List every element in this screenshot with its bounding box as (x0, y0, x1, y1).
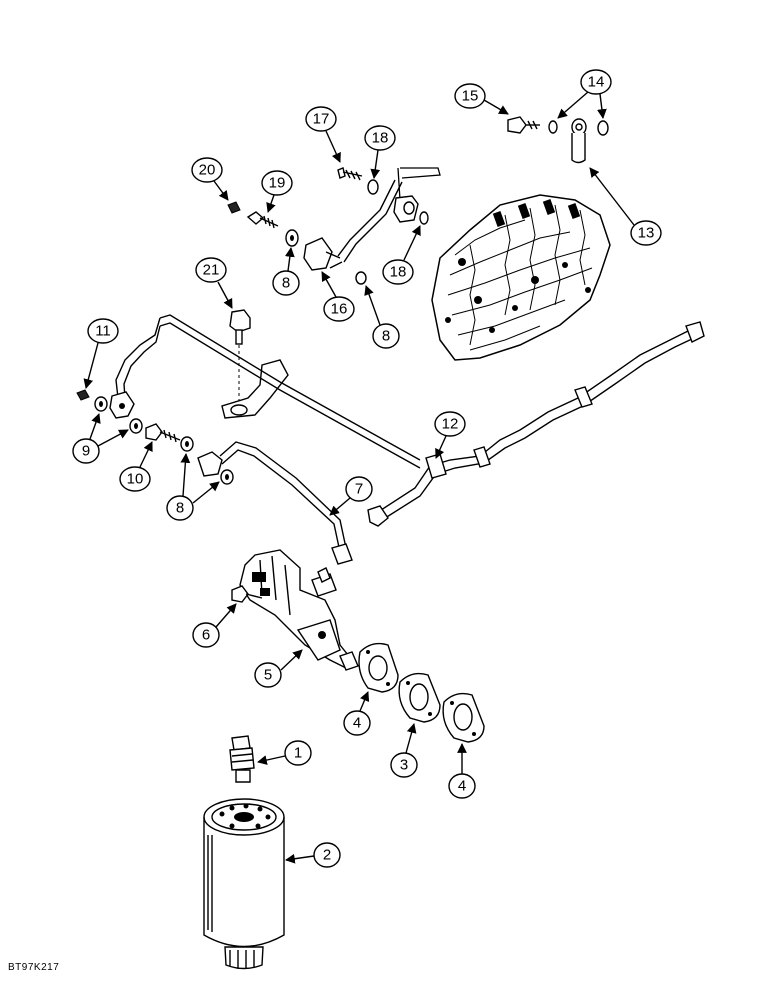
callout-10 (119, 466, 151, 492)
callout-8-upper-label: 8 (282, 275, 290, 292)
callout-18-lower (382, 259, 414, 285)
callout-21-label: 21 (203, 262, 220, 279)
callout-8-right (372, 323, 400, 349)
filter-adapter (229, 735, 255, 783)
callout-9 (72, 438, 100, 464)
callout-8-lower-left-label: 8 (176, 500, 184, 517)
fuel-return-line-12 (367, 321, 705, 527)
callout-18-upper (364, 125, 396, 151)
callout-21 (195, 257, 227, 283)
callout-17-label: 17 (313, 111, 330, 128)
callout-18-lower-label: 18 (390, 264, 407, 281)
figure-reference: BT97K217 (8, 962, 60, 973)
callout-10-label: 10 (127, 471, 144, 488)
fuel-line-7 (197, 441, 353, 565)
callout-17 (305, 106, 337, 132)
bolt-6 (231, 585, 263, 603)
callout-19-label: 19 (269, 175, 286, 192)
callout-7-label: 7 (355, 481, 363, 498)
callout-16 (323, 296, 355, 322)
callout-4-upper (343, 710, 371, 736)
callout-15 (454, 83, 486, 109)
leakoff-pipe-assembly (303, 167, 441, 285)
callout-8-lower-left (166, 495, 194, 521)
injection-pump (431, 194, 611, 361)
return-banjo-assembly (507, 116, 609, 164)
bolt-21 (229, 309, 251, 405)
callout-14-label: 14 (588, 74, 605, 91)
callout-11-label: 11 (95, 323, 111, 340)
callout-6 (192, 622, 220, 648)
callout-12 (434, 411, 466, 437)
bolt-19 (246, 211, 299, 247)
lift-pump (239, 549, 359, 671)
callout-1-label: 1 (294, 745, 302, 762)
callout-2-label: 2 (323, 847, 331, 864)
callout-12-label: 12 (442, 416, 459, 433)
callout-8-upper (272, 270, 300, 296)
callout-7 (345, 476, 373, 502)
callout-11 (87, 318, 119, 344)
callout-4-upper-label: 4 (353, 715, 361, 732)
fuel-filter (203, 798, 285, 970)
callout-15-label: 15 (462, 88, 479, 105)
callout-3-label: 3 (400, 757, 408, 774)
gasket-3 (398, 672, 441, 723)
callout-8-right-label: 8 (382, 328, 390, 345)
callout-6-label: 6 (202, 627, 210, 644)
callout-18-upper-label: 18 (372, 130, 389, 147)
callout-19 (261, 170, 293, 196)
callout-5-label: 5 (264, 667, 272, 684)
callout-9-label: 9 (82, 443, 90, 460)
screw-20 (227, 201, 241, 214)
callout-1 (284, 740, 312, 766)
callout-5 (254, 662, 282, 688)
fitting-parts-9-10 (76, 389, 194, 452)
gasket-4-lower (442, 692, 485, 743)
callout-20-label: 20 (199, 162, 216, 179)
callouts: 1 2 3 4 4 5 6 7 8 8 (72, 69, 662, 868)
mounting-bracket (221, 359, 289, 419)
callout-13-label: 13 (638, 225, 655, 242)
callout-3 (390, 752, 418, 778)
callout-14 (580, 69, 612, 95)
gasket-4-upper (358, 642, 399, 693)
callout-4-lower-label: 4 (458, 778, 466, 795)
callout-13 (630, 220, 662, 246)
callout-2 (313, 842, 341, 868)
callout-20 (191, 157, 223, 183)
fuel-line-11 (109, 314, 421, 469)
callout-16-label: 16 (331, 301, 348, 318)
